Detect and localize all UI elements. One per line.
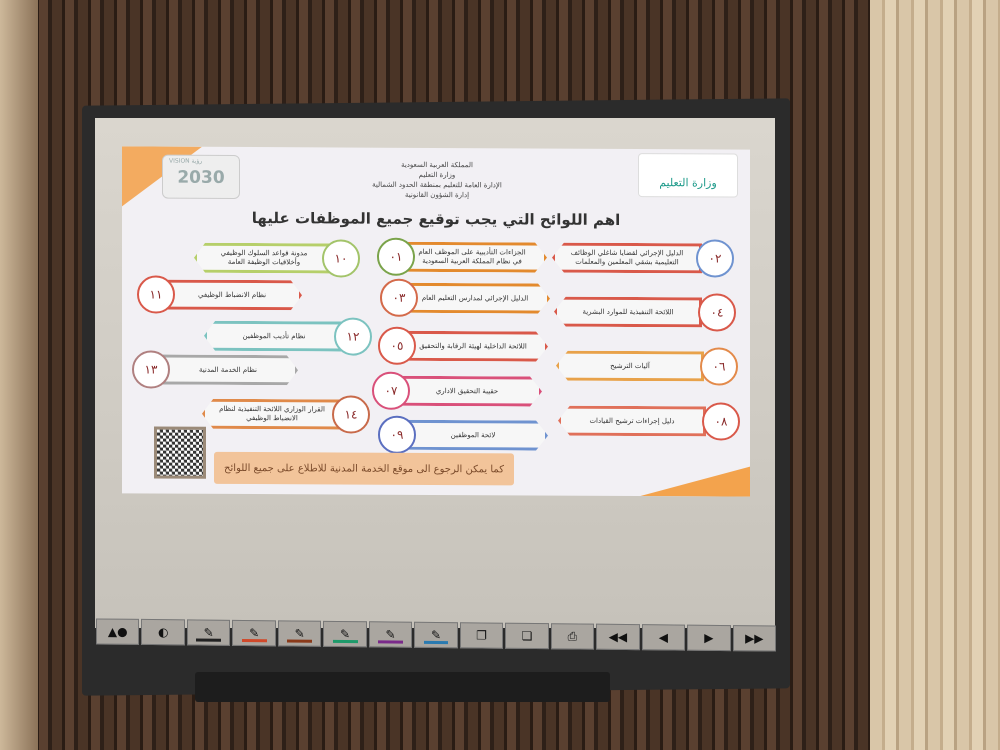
vision-year: 2030	[177, 167, 225, 188]
regulation-banner: اللائحة الداخلية لهيئة الرقابة والتحقيق	[398, 331, 548, 362]
regulation-banner: اللائحة التنفيذية للموارد البشرية	[554, 297, 702, 328]
regulation-banner: مدونة قواعد السلوك الوظيفي وأخلاقيات الو…	[194, 243, 334, 274]
red-pen-icon: ✎	[249, 626, 260, 641]
regulation-banner: نظام الخدمة المدنية	[158, 355, 298, 386]
slide-title: اهم اللوائح التي يجب توقيع جميع الموظفات…	[251, 209, 621, 229]
regulation-number: ٠٣	[380, 278, 418, 317]
letterhead-line: إدارة الشؤون القانونية	[404, 190, 470, 200]
vision-2030-logo: VISION رؤية 2030	[162, 154, 240, 199]
regulation-number: ٠٨	[702, 402, 740, 441]
qr-code	[154, 426, 206, 479]
regulation-banner: القرار الوزاري اللائحة التنفيذية لنظام ا…	[202, 399, 342, 430]
brown-pen-icon: ✎	[294, 626, 305, 641]
wall-right	[870, 0, 1000, 750]
projected-slide: VISION رؤية 2030 المملكة العربية السعودية…	[122, 146, 750, 497]
shapes-tool-button[interactable]: ▲●	[96, 618, 140, 645]
regulation-banner: الدليل الإجرائي لمدارس التعليم العام	[400, 283, 550, 314]
regulation-banner: نظام الانضباط الوظيفي	[162, 280, 302, 311]
print-icon: ⎙	[567, 628, 578, 643]
blue-pen-button[interactable]: ✎	[414, 621, 458, 649]
shapes-tool-icon: ▲●	[107, 624, 128, 639]
previous-page-icon: ◀	[658, 630, 668, 645]
green-pen-icon: ✎	[340, 626, 351, 642]
regulation-number: ٠٦	[700, 347, 738, 386]
regulation-banner: الجزاءات التأديبية على الموظف العام في ن…	[397, 242, 547, 273]
regulation-number: ٠٧	[372, 371, 410, 410]
last-page-button[interactable]: ▶▶	[732, 625, 777, 652]
vision-label: VISION رؤية	[169, 157, 203, 165]
regulation-number: ١٣	[132, 350, 170, 389]
regulation-number: ١٠	[322, 239, 360, 278]
next-page-button[interactable]: ▶	[687, 624, 731, 652]
first-page-icon: ◀◀	[608, 629, 628, 645]
regulation-banner: آليات الترشيح	[556, 351, 704, 382]
regulation-number: ١١	[137, 275, 175, 314]
wall-left	[0, 0, 38, 750]
last-page-icon: ▶▶	[745, 631, 764, 646]
letterhead: المملكة العربية السعودية وزارة التعليم ا…	[352, 160, 522, 201]
next-page-icon: ▶	[704, 630, 714, 645]
black-pen-button[interactable]: ✎	[186, 619, 231, 646]
pen-tray	[195, 672, 610, 702]
decoration-corner	[640, 466, 750, 497]
regulation-number: ٠٤	[698, 293, 736, 332]
regulation-banner: الدليل الإجرائي لقضايا شاغلي الوظائف الت…	[552, 243, 702, 274]
regulation-number: ٠١	[377, 237, 415, 276]
regulation-banner: نظام تأديب الموظفين	[204, 321, 344, 352]
paste-page-button[interactable]: ❏	[505, 622, 549, 650]
regulation-number: ٠٢	[696, 239, 734, 278]
regulation-number: ٠٩	[378, 415, 416, 454]
purple-pen-button[interactable]: ✎	[368, 621, 413, 648]
red-pen-button[interactable]: ✎	[232, 619, 276, 647]
letterhead-line: الإدارة العامة للتعليم بمنطقة الحدود الش…	[372, 180, 502, 190]
brown-pen-button[interactable]: ✎	[277, 620, 322, 647]
black-pen-icon: ✎	[203, 625, 214, 640]
print-button[interactable]: ⎙	[550, 623, 595, 650]
regulation-banner: دليل إجراءات ترشيح القيادات	[558, 406, 706, 437]
regulation-number: ٠٥	[378, 326, 416, 365]
purple-pen-icon: ✎	[385, 627, 396, 642]
eraser-button[interactable]: ◐	[141, 618, 185, 646]
footer-note: كما يمكن الرجوع الى موقع الخدمة المدنية …	[214, 451, 514, 486]
regulation-number: ١٢	[334, 317, 372, 356]
copy-page-button[interactable]: ❐	[459, 622, 504, 649]
ministry-logo-text: وزارة التعليم	[659, 176, 717, 190]
blue-pen-icon: ✎	[430, 627, 442, 643]
regulation-number: ١٤	[332, 395, 370, 434]
regulation-banner: لائحة الموظفين	[398, 420, 548, 451]
first-page-button[interactable]: ◀◀	[596, 623, 640, 651]
ministry-logo: وزارة التعليم	[638, 153, 738, 198]
previous-page-button[interactable]: ◀	[641, 624, 686, 651]
copy-page-icon: ❐	[476, 628, 487, 643]
green-pen-button[interactable]: ✎	[323, 620, 367, 648]
regulation-banner: حقيبة التحقيق الاداري	[392, 376, 542, 407]
paste-page-icon: ❏	[521, 628, 533, 644]
eraser-icon: ◐	[157, 625, 169, 640]
